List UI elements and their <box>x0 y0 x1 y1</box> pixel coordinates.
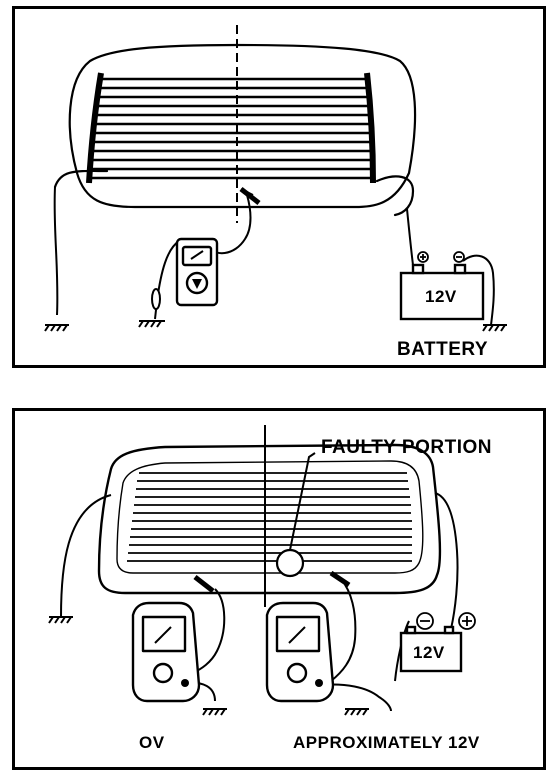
wiring-loop-right <box>375 175 415 217</box>
rear-window-defogger-test-diagram <box>44 25 507 332</box>
ground-icon <box>202 708 227 716</box>
left-meter-caption: OV <box>139 733 165 752</box>
probe-clip <box>239 187 261 205</box>
ground-icon <box>344 708 369 716</box>
multimeter-right <box>265 601 335 703</box>
battery <box>399 625 463 673</box>
rear-window-outline <box>97 443 442 595</box>
rear-window-outline <box>68 43 417 209</box>
faulty-portion-label: FAULTY PORTION <box>321 437 492 458</box>
probe-clip <box>329 570 351 588</box>
bus-bar-left <box>86 72 104 184</box>
probe-tip-left <box>151 288 161 310</box>
faulty-portion-marker <box>275 548 305 578</box>
bus-bar-right <box>364 72 376 184</box>
voltmeter <box>175 237 219 307</box>
ground-icon <box>44 324 69 332</box>
battery <box>399 263 485 321</box>
rear-window-inner <box>116 460 424 574</box>
multimeter-left <box>131 601 201 703</box>
meter-needle <box>190 250 204 260</box>
ground-icon <box>48 616 73 624</box>
top-diagram-panel: 12V BATTERY <box>12 6 546 368</box>
probe-clip <box>193 575 215 593</box>
bottom-diagram-panel: FAULTY PORTION 12V OV APPROXIMATELY 12V <box>12 408 546 770</box>
battery-caption: BATTERY <box>397 339 489 360</box>
meter-dial-icon <box>192 279 202 289</box>
plus-circle-icon <box>458 612 476 630</box>
defogger-grid <box>127 472 412 562</box>
battery-voltage-label: 12V <box>413 643 445 662</box>
ground-icon <box>138 320 165 328</box>
defogger-grid <box>91 77 373 180</box>
faulty-grid-test-diagram <box>48 425 476 716</box>
ground-icon <box>482 324 507 332</box>
battery-voltage-label: 12V <box>425 287 457 306</box>
meter-terminal <box>181 679 189 687</box>
meter-terminal <box>315 679 323 687</box>
minus-circle-icon <box>453 251 465 263</box>
right-meter-caption: APPROXIMATELY 12V <box>293 733 480 752</box>
meter-needle <box>288 626 306 644</box>
plus-circle-icon <box>417 251 429 263</box>
meter-needle <box>154 626 172 644</box>
minus-circle-icon <box>416 612 434 630</box>
wiring-loop-left <box>53 169 109 189</box>
